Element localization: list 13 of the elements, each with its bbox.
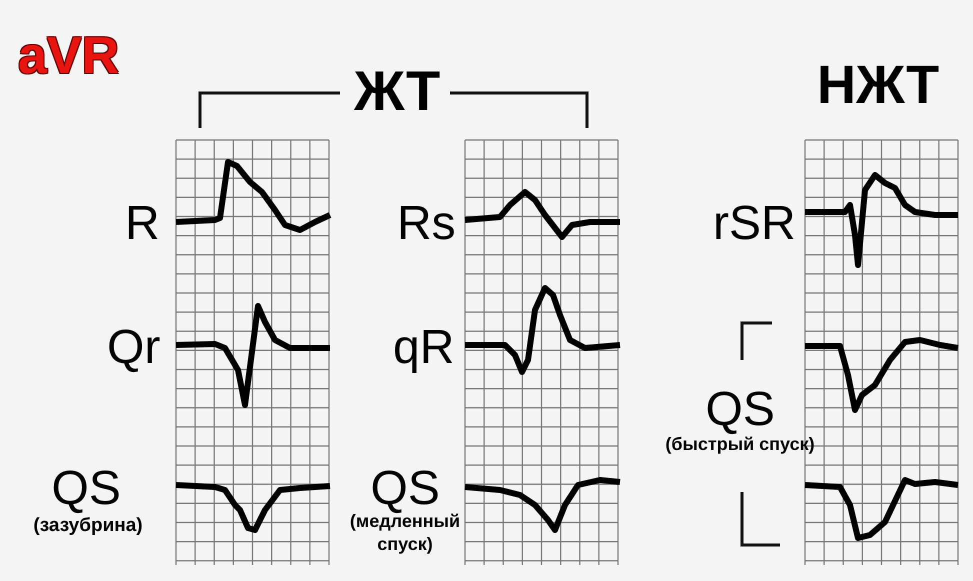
waveform-label: rSR (713, 200, 796, 248)
group-title: ЖТ (354, 63, 440, 119)
waveform-note: (зазубрина) (32, 514, 144, 538)
waveform-label: QS (370, 465, 440, 513)
waveform-label: R (125, 200, 160, 248)
waveform-label: Rs (397, 200, 456, 248)
waveform-label: qR (393, 324, 454, 372)
waveform-label: QS (52, 465, 121, 513)
group-title: НЖТ (817, 58, 940, 112)
waveform-label: QS (706, 386, 775, 434)
lead-label: aVR (18, 30, 120, 82)
waveform-label: Qr (107, 324, 160, 372)
waveform-note: (быстрый спуск) (665, 434, 815, 456)
